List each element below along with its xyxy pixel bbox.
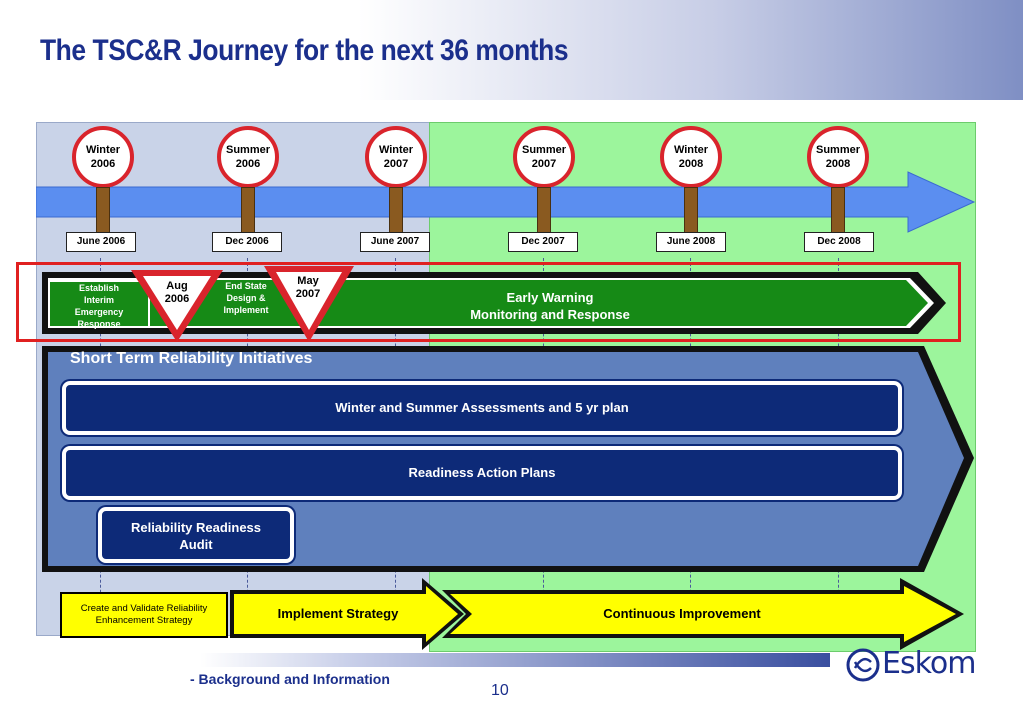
header-band — [0, 0, 1023, 100]
timeline-arrow — [36, 171, 976, 233]
yield-triangle-icon — [264, 266, 354, 342]
implement-strategy-label: Implement Strategy — [277, 606, 399, 621]
sign-pole — [537, 187, 551, 234]
milestone-winter-2007: Winter 2007 — [365, 126, 427, 188]
date-label: Dec 2008 — [804, 232, 874, 252]
footer-bar — [200, 653, 830, 667]
sign-pole — [389, 187, 403, 234]
footer-section: - Background and Information — [190, 671, 390, 687]
road-sign-icon: Winter 2008 — [660, 126, 722, 188]
create-validate-box: Create and Validate Reliability Enhancem… — [60, 592, 228, 638]
road-sign-icon: Summer 2006 — [217, 126, 279, 188]
sign-pole — [241, 187, 255, 234]
road-sign-icon: Summer 2008 — [807, 126, 869, 188]
readiness-audit-bar: Reliability Readiness Audit — [98, 507, 294, 563]
eskom-logo-icon — [846, 648, 880, 682]
date-label: Dec 2006 — [212, 232, 282, 252]
triangle-label: May 2007 — [295, 275, 321, 300]
road-sign-icon: Winter 2006 — [72, 126, 134, 188]
assessments-bar: Winter and Summer Assessments and 5 yr p… — [62, 381, 902, 435]
date-label: June 2008 — [656, 232, 726, 252]
triangle-label: Aug 2006 — [164, 280, 190, 305]
establish-interim-box: Establish Interim Emergency Response — [48, 280, 150, 329]
road-sign-icon: Summer 2007 — [513, 126, 575, 188]
continuous-improvement-arrow — [442, 578, 964, 650]
end-state-label: End State Design & Implement — [223, 281, 269, 315]
milestone-summer-2006: Summer 2006 — [217, 126, 279, 188]
sign-pole — [684, 187, 698, 234]
implement-strategy-arrow — [230, 578, 464, 650]
readiness-plans-bar: Readiness Action Plans — [62, 446, 902, 500]
sign-pole — [96, 187, 110, 234]
early-warning-label: Early Warning Monitoring and Response — [470, 290, 630, 322]
date-label: June 2006 — [66, 232, 136, 252]
page-number: 10 — [491, 682, 509, 699]
highlight-frame — [16, 262, 961, 342]
sign-pole — [831, 187, 845, 234]
short-term-title: Short Term Reliability Initiatives — [70, 350, 313, 367]
milestone-winter-2008: Winter 2008 — [660, 126, 722, 188]
eskom-logo: Eskom — [882, 646, 976, 681]
date-label: June 2007 — [360, 232, 430, 252]
milestone-summer-2008: Summer 2008 — [807, 126, 869, 188]
road-sign-icon: Winter 2007 — [365, 126, 427, 188]
milestone-winter-2006: Winter 2006 — [72, 126, 134, 188]
early-warning-arrow — [42, 272, 946, 334]
continuous-improvement-label: Continuous Improvement — [603, 606, 761, 621]
page-title: The TSC&R Journey for the next 36 months — [40, 34, 569, 67]
milestone-summer-2007: Summer 2007 — [513, 126, 575, 188]
yield-triangle-icon — [131, 270, 223, 342]
date-label: Dec 2007 — [508, 232, 578, 252]
